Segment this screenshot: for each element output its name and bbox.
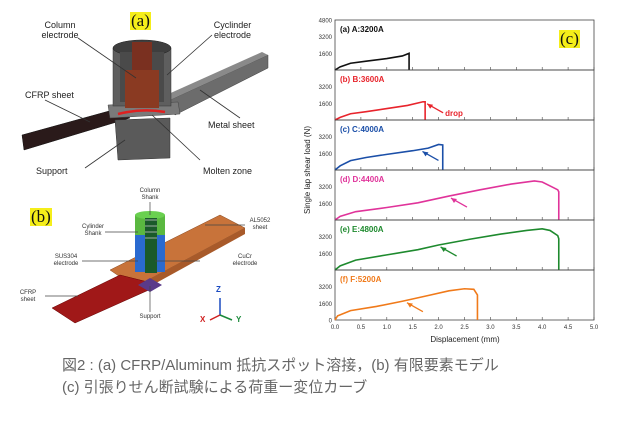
coordinate-axes-icon xyxy=(209,298,233,321)
x-tick-label: 2.5 xyxy=(460,325,469,331)
label-cfrp-sheet: CFRP sheet xyxy=(25,90,74,100)
support-block xyxy=(114,117,171,161)
y-tick-label: 0 xyxy=(329,319,333,325)
figure-caption: 図2 : (a) CFRP/Aluminum 抵抗スポット溶接，(b) 有限要素… xyxy=(62,355,499,399)
label-support: Support xyxy=(139,314,161,320)
arrow-head xyxy=(427,103,434,109)
y-tick-label: 3200 xyxy=(319,185,333,191)
series-line xyxy=(334,287,479,321)
molten-zone xyxy=(117,109,166,116)
series-line xyxy=(334,228,560,271)
label-metal-sheet: Metal sheet xyxy=(208,120,255,130)
al5052-sheet xyxy=(109,214,246,288)
x-tick-label: 3.5 xyxy=(512,325,521,331)
y-tick-label: 1600 xyxy=(319,52,333,58)
y-tick-label: 1600 xyxy=(319,102,333,108)
axis-y-label: Y xyxy=(236,315,242,324)
x-tick-label: 1.0 xyxy=(383,325,392,331)
arrow-head xyxy=(450,198,457,204)
label-cucr-electrode: CuCr electrode xyxy=(232,254,258,267)
panel-a-tag: (a) xyxy=(130,11,151,30)
series-label: (e) E:4800A xyxy=(340,225,384,234)
y-tick-label: 1600 xyxy=(319,302,333,308)
y-tick-label: 3200 xyxy=(319,135,333,141)
caption-line-2: (c) 引張りせん断試験による荷重ー変位カーブ xyxy=(62,379,368,396)
y-tick-label: 1600 xyxy=(319,252,333,258)
caption-line-1: 図2 : (a) CFRP/Aluminum 抵抗スポット溶接，(b) 有限要素… xyxy=(62,357,499,374)
label-column-shank: Column Shank xyxy=(139,188,161,201)
label-sus304-electrode: SUS304 electrode xyxy=(53,254,79,267)
panel-b-tag: (b) xyxy=(30,207,52,226)
drop-annotation: drop xyxy=(445,109,463,118)
y-tick-label: 3200 xyxy=(319,35,333,41)
label-support: Support xyxy=(36,166,68,176)
x-tick-label: 4.5 xyxy=(564,325,573,331)
x-tick-label: 5.0 xyxy=(590,325,599,331)
cfrp-sheet xyxy=(21,107,131,151)
series-label: (c) C:4000A xyxy=(340,125,384,134)
x-axis-label: Displacement (mm) xyxy=(430,335,500,344)
welding-setup-illustration xyxy=(21,34,269,169)
series-line xyxy=(334,143,444,171)
y-tick-label: 1600 xyxy=(319,202,333,208)
label-cfrp-sheet: CFRP sheet xyxy=(19,290,37,303)
label-al5052-sheet: AL5052 sheet xyxy=(249,218,271,231)
y-tick-label: 3200 xyxy=(319,285,333,291)
x-tick-label: 4.0 xyxy=(538,325,547,331)
y-tick-label: 4800 xyxy=(319,19,333,25)
x-tick-label: 0.5 xyxy=(357,325,366,331)
arrow-head xyxy=(440,247,447,252)
series-label: (d) D:4400A xyxy=(340,175,385,184)
support-mesh xyxy=(138,278,162,292)
axis-z-label: Z xyxy=(216,285,221,294)
panel-b: (b) Column Shank Cylinder Shank AL5052 s… xyxy=(0,188,300,330)
y-axis-label: Single lap shear load (N) xyxy=(303,126,312,214)
series-line xyxy=(334,52,410,71)
label-column-electrode: Column electrode xyxy=(41,20,79,40)
label-molten-zone: Molten zone xyxy=(203,166,253,176)
arrow-head xyxy=(406,302,413,308)
x-tick-label: 2.0 xyxy=(434,325,443,331)
axis-x-label: X xyxy=(200,315,206,324)
series-label: (f) F:5200A xyxy=(340,275,382,284)
x-tick-label: 0.0 xyxy=(331,325,340,331)
label-cylinder-electrode: Cyclinder electrode xyxy=(213,20,252,40)
y-tick-label: 1600 xyxy=(319,152,333,158)
panel-a: (a) Column electrode Cyclinder electrode… xyxy=(0,0,300,190)
x-tick-label: 3.0 xyxy=(486,325,495,331)
label-cylinder-shank: Cylinder Shank xyxy=(81,224,104,237)
y-tick-label: 3200 xyxy=(319,235,333,241)
metal-sheet xyxy=(169,54,269,116)
arrow-head xyxy=(422,151,429,157)
series-label: (b) B:3600A xyxy=(340,75,385,84)
y-tick-label: 3200 xyxy=(319,85,333,91)
panel-c-tag: (c) xyxy=(559,29,580,48)
series-line xyxy=(334,100,426,121)
finite-element-model xyxy=(45,202,246,324)
load-displacement-chart: Single lap shear load (N) Displacement (… xyxy=(303,19,599,345)
series-line xyxy=(334,180,560,221)
series-label: (a) A:3200A xyxy=(340,25,384,34)
x-tick-label: 1.5 xyxy=(409,325,418,331)
